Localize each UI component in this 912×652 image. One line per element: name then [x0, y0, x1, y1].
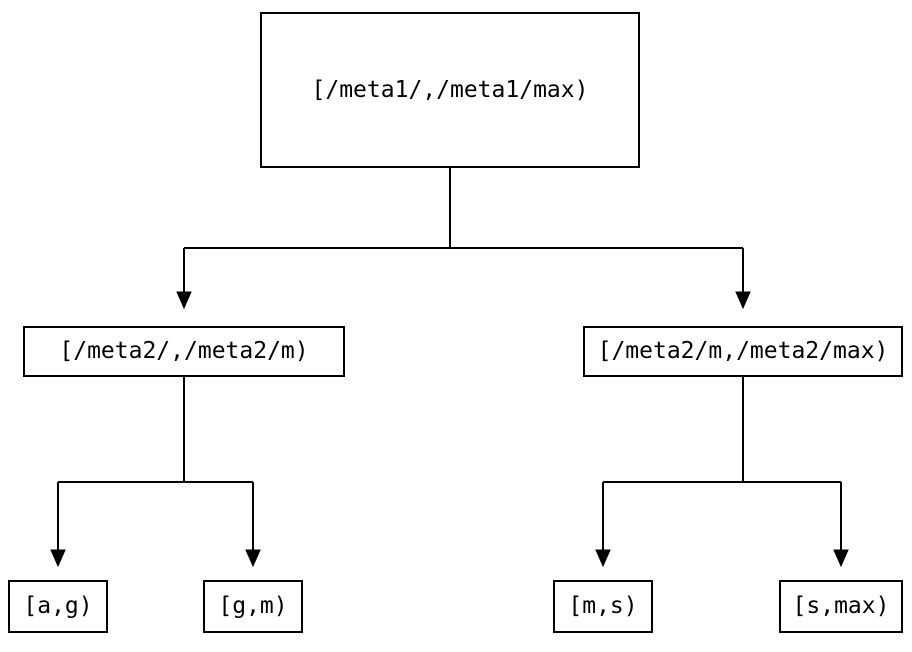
node-meta2-right-label: [/meta2/m,/meta2/max) [597, 338, 889, 364]
edge-meta2-left-to-leaves [50, 377, 261, 568]
node-leaf-ms-label: [m,s) [568, 593, 638, 619]
arrowhead-leaf-smax [833, 549, 849, 568]
node-leaf-smax-label: [s,max) [792, 593, 890, 619]
arrowhead-leaf-gm [245, 549, 261, 568]
node-leaf-gm: [g,m) [203, 580, 303, 633]
arrowhead-meta2-right [735, 291, 751, 310]
node-meta2-left: [/meta2/,/meta2/m) [23, 326, 345, 377]
node-leaf-ag: [a,g) [8, 580, 108, 633]
arrowhead-meta2-left [176, 291, 192, 310]
edge-meta2-right-to-leaves [595, 377, 849, 568]
node-leaf-gm-label: [g,m) [218, 593, 288, 619]
node-leaf-ag-label: [a,g) [23, 593, 93, 619]
node-root-label: [/meta1/,/meta1/max) [311, 76, 589, 103]
node-meta2-right: [/meta2/m,/meta2/max) [583, 326, 903, 377]
node-leaf-ms: [m,s) [553, 580, 653, 633]
node-leaf-smax: [s,max) [779, 580, 903, 633]
node-root: [/meta1/,/meta1/max) [260, 12, 640, 168]
arrowhead-leaf-ag [50, 549, 66, 568]
arrowhead-leaf-ms [595, 549, 611, 568]
node-meta2-left-label: [/meta2/,/meta2/m) [59, 338, 309, 364]
edge-root-to-meta2 [176, 168, 751, 310]
